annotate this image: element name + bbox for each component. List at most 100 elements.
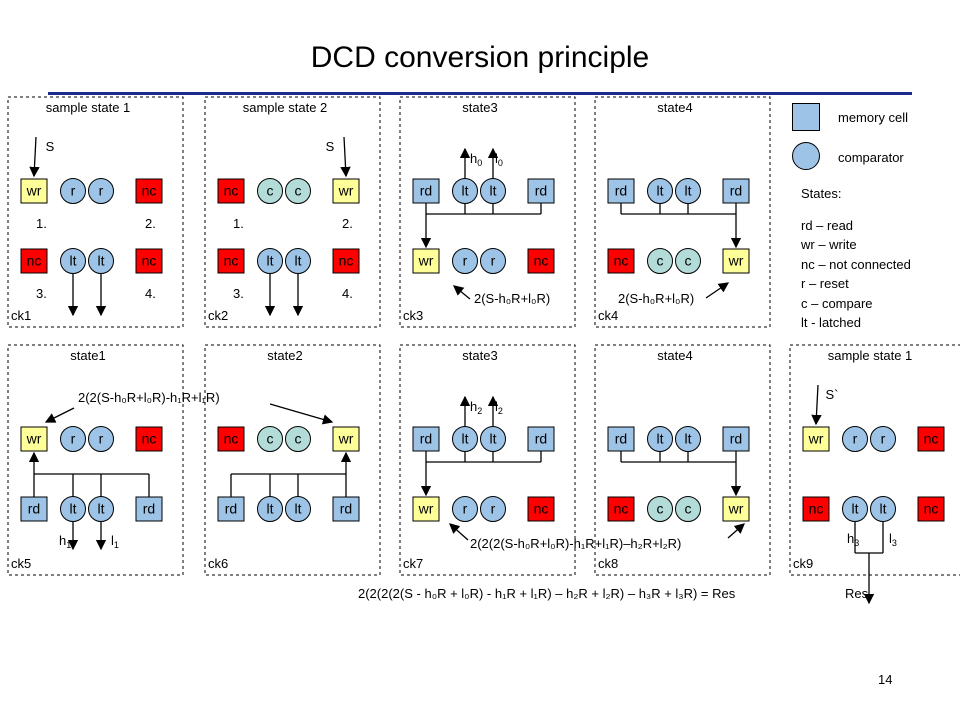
bottom-right-cell [332,248,360,274]
bottom-mid2-comparator-label: c [685,501,692,517]
top-left-cell [412,178,440,204]
bottom-left-cell-label: nc [27,253,42,269]
state-definition-nc: nc – not connected [801,256,911,272]
bottom-mid1-comparator-label: lt [70,253,77,269]
panel-title: state3 [462,100,497,115]
bottom-left-cell [217,496,245,522]
bottom-right-cell-label: rd [340,501,352,517]
bottom-mid2-comparator-label: r [491,501,496,517]
bottom-mid2-comparator-label: lt [295,253,302,269]
top-left-cell [607,178,635,204]
bottom-mid2-comparator [480,496,506,522]
bottom-left-cell-label: rd [225,501,237,517]
top-right-cell [527,426,555,452]
bottom-mid1-comparator-label: c [657,501,664,517]
top-mid1-comparator-label: r [71,431,76,447]
mark-3: 3. [36,286,47,301]
expression-ck8-pointer [727,523,745,539]
clock-label: ck5 [11,556,31,571]
input-label-S`: S` [826,387,839,402]
top-mid2-comparator [88,426,114,452]
title-rule [48,92,912,95]
expression-ck3-pointer [452,285,471,300]
states-list: rd – read wr – write nc – not connected … [801,216,911,332]
state-definition-rd: rd – read [801,218,854,233]
bottom-mid1-comparator [647,496,673,522]
clock-label: ck7 [403,556,423,571]
top-mid1-comparator-label: c [267,183,274,199]
bottom-left-cell [607,248,635,274]
bottom-mid1-comparator [647,248,673,274]
top-left-cell [20,178,48,204]
expression-ck7-8: 2(2(2(S-h₀R+l₀R)-h₁R+l₁R)–h₂R+l₂R) [470,536,681,551]
expression-ck3: 2(S-h₀R+l₀R) [474,291,550,306]
expression-ck6-pointer [269,403,334,425]
bottom-right-cell-label: nc [339,253,354,269]
state-definition-r: r – reset [801,276,849,292]
bottom-right-cell [135,248,163,274]
bottom-right-cell [527,248,555,274]
panel-frame [399,96,576,328]
top-right-cell-label: nc [142,183,157,199]
top-mid1-comparator-label: r [71,183,76,199]
panel-title: sample state 2 [243,100,328,115]
memory-cell-legend-label: memory cell [838,110,909,125]
top-right-cell-label: rd [535,183,547,199]
top-left-cell-label: wr [26,431,42,447]
top-mid2-comparator-label: r [881,431,886,447]
bottom-left-cell [607,496,635,522]
top-right-cell [332,178,360,204]
bottom-right-cell [135,496,163,522]
clock-label: ck3 [403,308,423,323]
top-left-cell [802,426,830,452]
top-left-cell [20,426,48,452]
top-mid1-comparator [60,426,86,452]
bottom-mid2-comparator-label: c [685,253,692,269]
top-right-cell [527,178,555,204]
panel-title: state4 [657,348,692,363]
bottom-left-cell [20,496,48,522]
top-mid2-comparator [88,178,114,204]
top-mid2-comparator-label: lt [685,183,692,199]
panel-title: state2 [267,348,302,363]
top-right-cell-label: wr [338,431,354,447]
mark-2: 2. [342,216,353,231]
mark-2: 2. [145,216,156,231]
panel-frame [7,344,184,576]
top-mid1-comparator [842,426,868,452]
bottom-right-cell-label: wr [728,501,744,517]
input-arrow [811,384,822,426]
top-mid1-comparator [257,426,283,452]
mark-4: 4. [342,286,353,301]
mark-3: 3. [233,286,244,301]
bottom-mid2-comparator-label: lt [880,501,887,517]
input-label-S: S [326,139,335,154]
bottom-mid2-comparator-label: lt [295,501,302,517]
top-left-cell-label: wr [808,431,824,447]
clock-label: ck4 [598,308,618,323]
bottom-left-cell-label: nc [224,253,239,269]
expression-ck4-pointer [705,282,730,299]
clock-label: ck8 [598,556,618,571]
mark-1: 1. [233,216,244,231]
top-mid2-comparator [285,426,311,452]
panel-frame [204,344,381,576]
clock-label: ck1 [11,308,31,323]
top-right-cell [917,426,945,452]
bottom-left-cell [802,496,830,522]
expression-ck7-pointer [449,523,469,541]
top-mid1-comparator [60,178,86,204]
bottom-left-cell [217,248,245,274]
top-right-cell [135,426,163,452]
bottom-right-cell [332,496,360,522]
bottom-mid1-comparator [452,496,478,522]
comparator-legend-icon [792,142,820,170]
output-l-label: l3 [889,531,897,548]
top-mid2-comparator-label: r [99,431,104,447]
